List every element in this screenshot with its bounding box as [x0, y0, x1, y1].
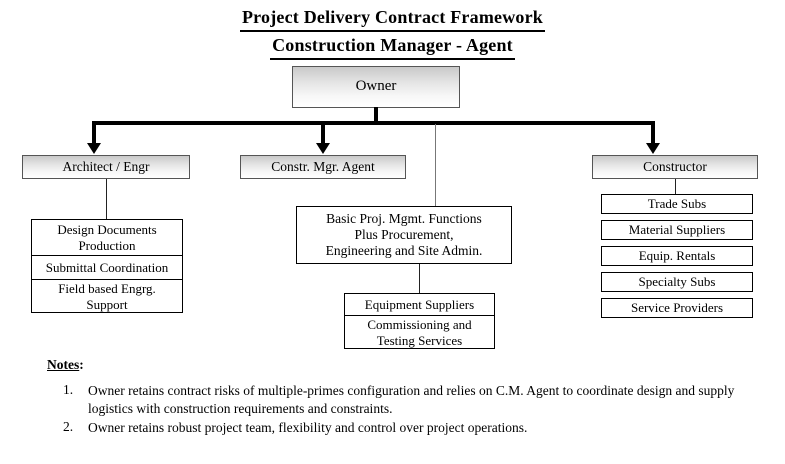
- title-line-1: Project Delivery Contract Framework: [239, 6, 546, 33]
- list-item-specialty-subs[interactable]: Specialty Subs: [601, 272, 753, 292]
- list-item-material-suppliers[interactable]: Material Suppliers: [601, 220, 753, 240]
- note-text-2: Owner retains robust project team, flexi…: [88, 420, 528, 435]
- node-cm-functions[interactable]: Basic Proj. Mgmt. Functions Plus Procure…: [296, 206, 512, 264]
- list-item-commissioning-testing[interactable]: Commissioning and Testing Services: [367, 316, 472, 348]
- list-item-equipment-suppliers[interactable]: Equipment Suppliers: [345, 294, 494, 316]
- node-architect-label: Architect / Engr: [62, 159, 150, 175]
- node-constructor-label: Constructor: [643, 159, 707, 175]
- list-item-specialty-subs-label: Specialty Subs: [638, 274, 716, 290]
- note-number-2: 2.: [63, 419, 74, 434]
- list-item-material-suppliers-label: Material Suppliers: [628, 222, 726, 238]
- notes-heading-colon: :: [79, 357, 84, 372]
- node-architect-engr[interactable]: Architect / Engr: [22, 155, 190, 179]
- node-cm-agent-label: Constr. Mgr. Agent: [271, 159, 375, 175]
- connector-bus-to-architect: [92, 121, 96, 144]
- cm-suppliers-stack: Equipment Suppliers Commissioning and Te…: [344, 293, 495, 349]
- connector-owner-to-bus: [374, 107, 378, 124]
- list-item-design-documents[interactable]: Design Documents Production: [32, 220, 182, 256]
- note-text-1: Owner retains contract risks of multiple…: [88, 383, 735, 417]
- list-item-field-engrg-support[interactable]: Field based Engrg. Support: [58, 281, 156, 312]
- node-constructor[interactable]: Constructor: [592, 155, 758, 179]
- arrow-cm-agent: [316, 143, 330, 154]
- page-title: Project Delivery Contract Framework Cons…: [0, 6, 785, 61]
- architect-subs-stack: Design Documents Production Submittal Co…: [31, 219, 183, 313]
- list-item-service-providers[interactable]: Service Providers: [601, 298, 753, 318]
- node-owner[interactable]: Owner: [292, 66, 460, 108]
- list-item-equip-rentals-label: Equip. Rentals: [638, 248, 716, 264]
- connector-constructor-to-subs: [675, 179, 676, 194]
- list-item-trade-subs[interactable]: Trade Subs: [601, 194, 753, 214]
- connector-bus-to-cm: [321, 121, 325, 144]
- arrow-constructor: [646, 143, 660, 154]
- list-item-service-providers-label: Service Providers: [630, 300, 724, 316]
- node-cm-functions-label: Basic Proj. Mgmt. Functions Plus Procure…: [325, 210, 483, 259]
- connector-bus-to-cm-functions: [435, 124, 436, 206]
- connector-bus-to-constructor: [651, 121, 655, 144]
- list-item-trade-subs-label: Trade Subs: [647, 196, 707, 212]
- list-item-submittal-coordination[interactable]: Submittal Coordination: [32, 256, 182, 280]
- node-cm-agent[interactable]: Constr. Mgr. Agent: [240, 155, 406, 179]
- notes-heading-text: Notes: [47, 357, 80, 372]
- list-item-equip-rentals[interactable]: Equip. Rentals: [601, 246, 753, 266]
- note-number-1: 1.: [63, 382, 74, 397]
- connector-architect-to-subs: [106, 179, 107, 219]
- notes-heading: Notes:: [47, 357, 84, 373]
- title-line-2: Construction Manager - Agent: [270, 34, 515, 61]
- node-owner-label: Owner: [355, 78, 397, 95]
- connector-bus: [92, 121, 655, 125]
- arrow-architect: [87, 143, 101, 154]
- connector-cm-functions-to-suppliers: [419, 264, 420, 293]
